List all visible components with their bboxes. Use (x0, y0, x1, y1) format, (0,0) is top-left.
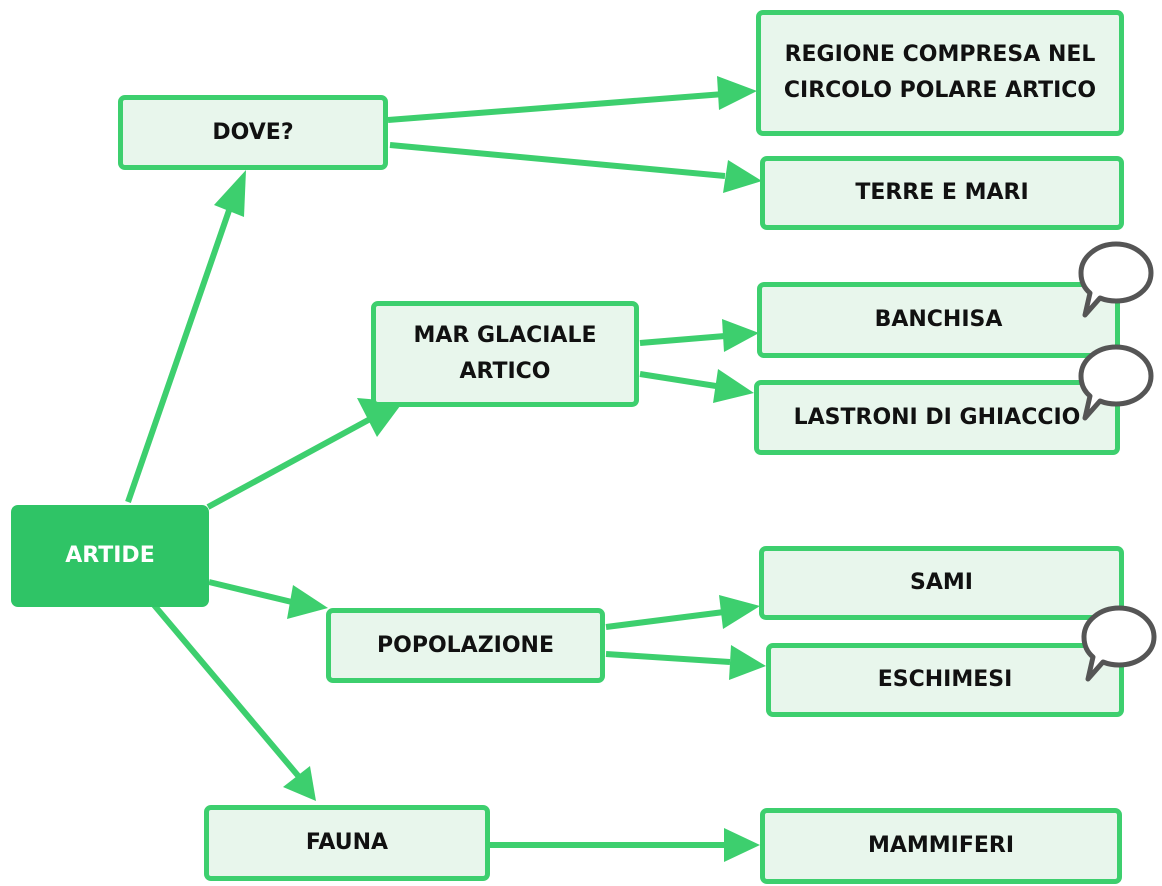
edge-mar-lastroni (639, 369, 754, 403)
node-mar-glaciale-artico[interactable]: MAR GLACIALE ARTICO (371, 301, 639, 407)
node-label: TERRE E MARI (855, 180, 1029, 205)
node-banchisa[interactable]: BANCHISA (757, 282, 1120, 358)
node-artide[interactable]: ARTIDE (11, 505, 209, 607)
node-label: MAMMIFERI (867, 833, 1015, 858)
node-regione-circolo-polare[interactable]: REGIONE COMPRESA NEL CIRCOLO POLARE ARTI… (756, 10, 1124, 136)
edge-popolazione-eschimesi (605, 645, 766, 680)
node-sami[interactable]: SAMI (759, 546, 1124, 620)
node-label: ARTIDE (65, 543, 155, 568)
node-popolazione[interactable]: POPOLAZIONE (326, 608, 605, 683)
node-label: BANCHISA (874, 307, 1003, 332)
node-eschimesi[interactable]: ESCHIMESI (766, 643, 1124, 717)
node-label: POPOLAZIONE (377, 632, 554, 658)
node-label: MAR GLACIALE ARTICO (413, 323, 597, 384)
speech-bubble-icon[interactable] (1078, 602, 1160, 684)
node-lastroni-di-ghiaccio[interactable]: LASTRONI DI GHIACCIO (754, 380, 1120, 455)
edge-artide-dove (125, 170, 246, 503)
node-label: REGIONE COMPRESA NEL CIRCOLO POLARE ARTI… (783, 42, 1097, 103)
edge-artide-popolazione (208, 579, 328, 619)
edge-artide-fauna (151, 603, 316, 801)
node-label: SAMI (910, 570, 973, 595)
node-label: FAUNA (305, 830, 389, 855)
edge-artide-mar-glaciale (206, 398, 403, 510)
node-label: ESCHIMESI (877, 667, 1013, 692)
edge-popolazione-sami (605, 595, 760, 630)
speech-bubble-icon[interactable] (1075, 238, 1157, 320)
edge-fauna-mammiferi (490, 828, 760, 862)
node-fauna[interactable]: FAUNA (204, 805, 490, 881)
edge-mar-banchisa (639, 319, 759, 352)
node-dove[interactable]: DOVE? (118, 95, 388, 170)
node-label: LASTRONI DI GHIACCIO (793, 404, 1081, 430)
edge-dove-terre (389, 142, 762, 193)
speech-bubble-icon[interactable] (1075, 341, 1157, 423)
node-label: DOVE? (212, 119, 294, 145)
node-mammiferi[interactable]: MAMMIFERI (760, 808, 1122, 884)
node-terre-e-mari[interactable]: TERRE E MARI (760, 156, 1124, 230)
edge-dove-regione (387, 76, 757, 123)
